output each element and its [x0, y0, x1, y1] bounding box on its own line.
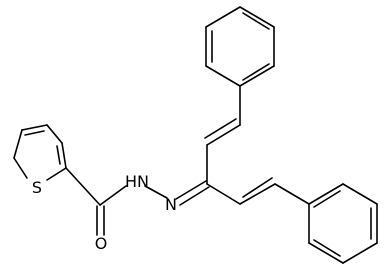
bond-vinyl-down-double-1 [239, 183, 276, 205]
bond-c3-c4 [21, 124, 48, 131]
upper-phenyl-bond-6 [239, 65, 275, 87]
bond-carbonyl-nh [99, 185, 127, 206]
atom-imine-nitrogen: N [165, 195, 177, 214]
bond-c2-c3 [46, 124, 63, 144]
bond-c3-c4-double [24, 130, 45, 136]
lower-phenyl-bond-4 [342, 242, 378, 264]
bond-vinyl-down-double-2 [242, 177, 273, 198]
upper-phenyl-ring [205, 6, 275, 87]
hydrazone-chain [65, 167, 210, 236]
bond-c-vinyl-down [206, 183, 241, 205]
lower-styryl-branch [206, 177, 310, 205]
bond-c2-c1 [61, 142, 67, 169]
bond-vinyl-up-double-1 [206, 124, 241, 146]
upper-phenyl-bond-4 [239, 6, 275, 28]
atom-sulfur: S [32, 178, 42, 197]
lower-phenyl-inner-3 [313, 239, 341, 257]
upper-phenyl-bond-3 [205, 6, 241, 28]
lower-phenyl-bond-2 [342, 183, 378, 205]
bond-nh-n [144, 185, 168, 199]
bond-c5-s [13, 157, 28, 179]
thiophene-ring [13, 124, 67, 181]
upper-phenyl-inner-2 [242, 12, 270, 30]
lower-phenyl-bond-5 [308, 242, 344, 264]
atom-amide-nitrogen: HN [125, 172, 149, 191]
bond-s-c2 [46, 167, 67, 181]
atom-oxygen: O [95, 234, 108, 253]
lower-phenyl-ring [308, 183, 378, 264]
atom-labels: S O HN N [32, 172, 177, 253]
bond-ring-carbonyl [65, 167, 101, 206]
bond-vinyl-up-double-2 [204, 118, 237, 139]
bond-n-c-double-1 [175, 180, 207, 200]
upper-styryl-branch [204, 85, 241, 185]
bond-c2-c1-double [56, 145, 61, 165]
bond-c4-c5 [13, 129, 23, 159]
upper-phenyl-inner-3 [242, 63, 270, 81]
bond-vinyl-to-phenyl-down [274, 183, 310, 205]
lower-phenyl-bond-1 [308, 183, 344, 205]
lower-phenyl-inner-1 [313, 190, 341, 208]
upper-phenyl-bond-1 [205, 65, 241, 87]
bond-n-c-double-2 [179, 186, 210, 206]
